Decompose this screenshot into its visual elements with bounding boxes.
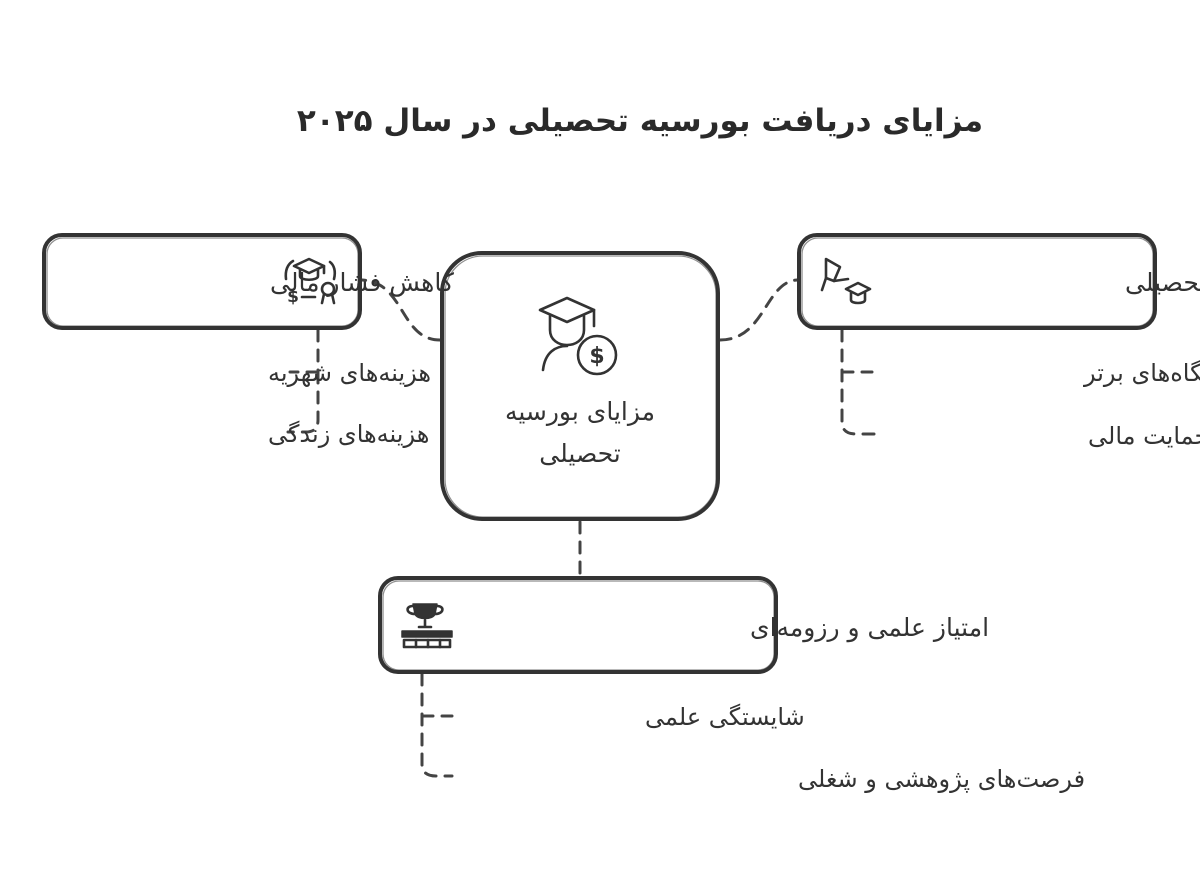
center-node: $ مزایای بورسیه تحصیلی [440,251,720,521]
leaf-academic-merit: شایستگی علمی [645,703,805,731]
svg-text:$: $ [589,344,604,369]
leaf-research-career-opportunities: فرصت‌های پژوهشی و شغلی [798,765,1085,793]
connector-center-left [360,278,442,342]
node-academic-merit: امتیاز علمی و رزومه‌ای [378,576,989,674]
node-financial-relief: کاهش فشار مالی $ [42,233,454,330]
connector-left-leaves [286,328,320,434]
leaf-tuition-costs: هزینه‌های شهریه [268,359,431,387]
center-label-line1: مزایای بورسیه [505,397,655,426]
pin-graduation-cap-icon [820,257,872,305]
center-label-line2: تحصیلی [539,439,620,468]
node-academic-merit-label: امتیاز علمی و رزومه‌ای [750,613,989,643]
graduation-cap-dollar-award-icon: $ [284,257,337,307]
connector-center-right [718,278,799,342]
diagram-title: مزایای دریافت بورسیه تحصیلی در سال ۲۰۲۵ [297,103,983,139]
trophy-books-icon [401,603,453,649]
leaf-living-costs: هزینه‌های زندگی [268,420,429,448]
leaf-no-financial-support: بدون حمایت مالی [1088,422,1200,450]
node-educational-opportunities: فرصت‌های تحصیلی [797,233,1200,330]
svg-text:$: $ [287,287,299,307]
student-scholarship-icon: $ [538,296,618,376]
connector-bottom-leaves [420,672,454,778]
connector-right-leaves [840,328,876,436]
node-educational-opportunities-label: فرصت‌های تحصیلی [1125,268,1200,297]
leaf-top-universities: دانشگاه‌های برتر [1083,359,1200,387]
